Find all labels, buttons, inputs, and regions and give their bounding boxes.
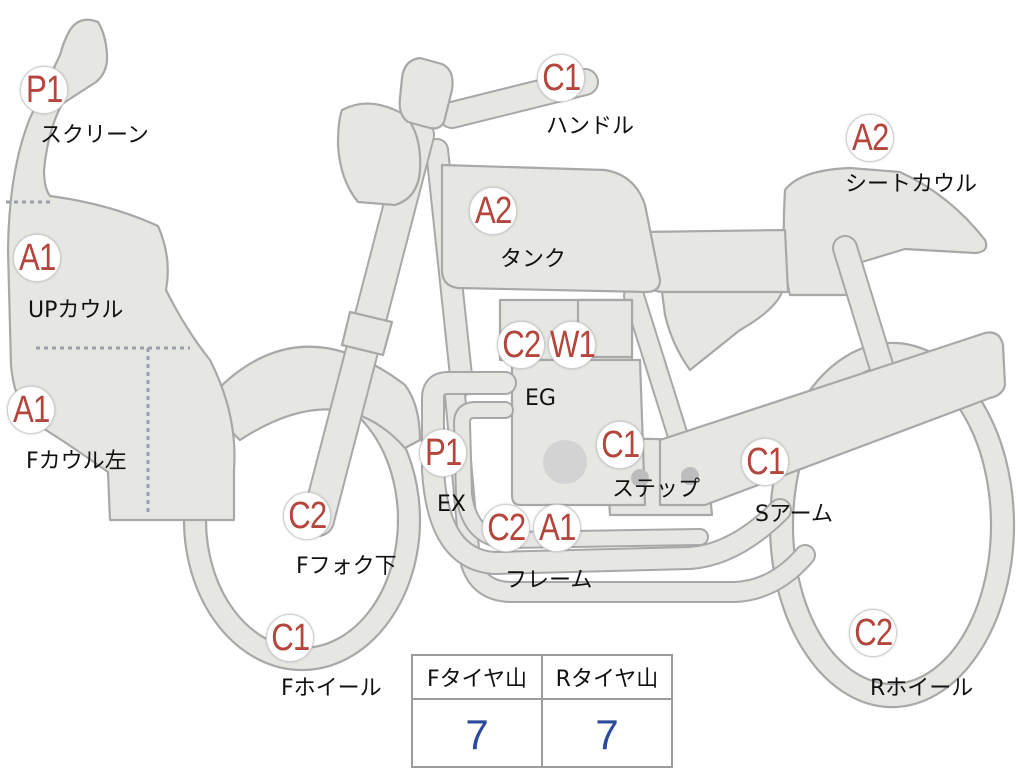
grade-badge-engine: W1 (548, 321, 596, 369)
step-peg (681, 467, 699, 485)
grade-text: A2 (851, 117, 889, 159)
grade-badge-screen: P1 (20, 66, 68, 114)
headlight (336, 102, 422, 207)
grade-text: W1 (549, 324, 595, 366)
grade-badge-front-fork-lower: C2 (283, 492, 331, 540)
grade-badge-exhaust: P1 (419, 429, 467, 477)
grade-badge-tank: A2 (469, 187, 517, 235)
engine-cover (543, 440, 587, 484)
part-label-front-wheel: Fホイール (281, 676, 382, 701)
grade-text: C1 (600, 424, 640, 466)
grade-text: P1 (25, 69, 63, 111)
seat (638, 228, 790, 294)
lower-frame (444, 384, 816, 603)
part-label-screen: スクリーン (40, 123, 149, 148)
grade-text: C2 (853, 612, 893, 654)
part-label-tank: タンク (500, 247, 567, 272)
rear-shock (832, 235, 901, 401)
grade-text: A1 (538, 507, 576, 549)
part-label-step: ステップ (612, 477, 701, 502)
step-peg (631, 469, 649, 487)
meter (398, 56, 454, 130)
part-label-handlebar: ハンドル (546, 114, 635, 139)
grade-text: A2 (474, 190, 512, 232)
grade-text: C1 (745, 441, 785, 483)
swing-arm (658, 331, 1007, 507)
front-fender (213, 345, 422, 450)
front-cowl (6, 18, 236, 522)
part-label-front-cowl-left: Fカウル左 (26, 449, 127, 474)
exhaust-pipe-body (423, 373, 790, 573)
side-panel (660, 290, 784, 372)
grade-text: A1 (18, 237, 56, 279)
grade-badge-front-wheel: C1 (266, 614, 314, 662)
grade-badge-handlebar: C1 (537, 54, 585, 102)
part-label-up-cowl: UPカウル (28, 298, 124, 323)
part-label-exhaust: EX (437, 492, 466, 517)
part-label-seat-cowl: シートカウル (845, 172, 978, 197)
rear-shock-body (834, 237, 899, 399)
grade-text: A1 (12, 389, 50, 431)
lower-frame-body (446, 386, 814, 601)
rear-tread-header: Rタイヤ山 (543, 656, 671, 700)
grade-text: C1 (541, 57, 581, 99)
grade-badge-rear-wheel: C2 (849, 609, 897, 657)
front-tread-value: 7 (413, 700, 543, 766)
part-label-swing-arm: Sアーム (755, 502, 833, 527)
part-label-frame: フレーム (505, 568, 593, 593)
grade-text: C1 (270, 617, 310, 659)
part-label-front-fork-lower: Fフォク下 (296, 554, 397, 579)
grade-badge-frame: C2 (482, 504, 530, 552)
tire-tread-table: Fタイヤ山 Rタイヤ山 7 7 (411, 654, 673, 768)
part-label-rear-wheel: Rホイール (870, 676, 974, 701)
part-label-engine: EG (525, 386, 556, 411)
grade-text: P1 (424, 432, 462, 474)
front-tread-header: Fタイヤ山 (413, 656, 543, 700)
grade-badge-frame: A1 (533, 504, 581, 552)
grade-badge-seat-cowl: A2 (846, 114, 894, 162)
grade-text: C2 (486, 507, 526, 549)
grade-badge-step: C1 (596, 421, 644, 469)
grade-text: C2 (501, 324, 541, 366)
fork-clamp (340, 310, 394, 357)
grade-badge-swing-arm: C1 (741, 438, 789, 486)
grade-badge-engine: C2 (497, 321, 545, 369)
rear-tread-value: 7 (595, 711, 619, 758)
grade-badge-front-cowl-left: A1 (7, 386, 55, 434)
grade-badge-up-cowl: A1 (13, 234, 61, 282)
grade-text: C2 (287, 495, 327, 537)
